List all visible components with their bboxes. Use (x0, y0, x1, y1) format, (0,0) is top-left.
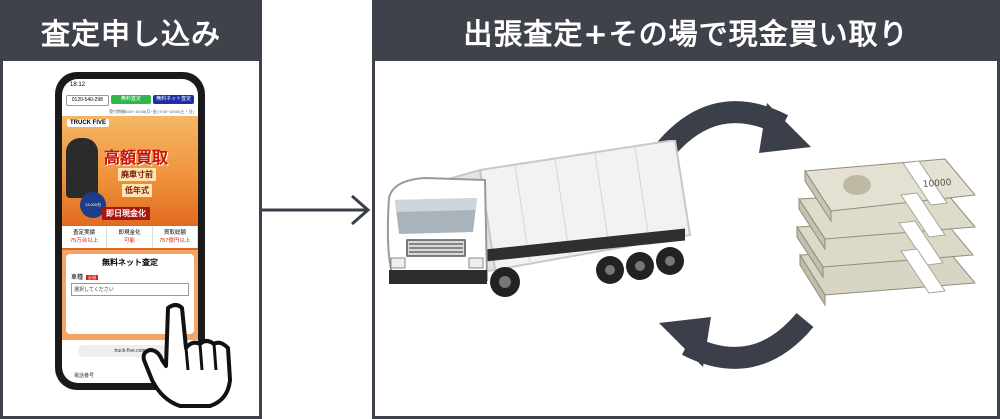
hero-catch: 高額買取 (104, 150, 169, 167)
hero-sub-2: 低年式 (122, 184, 152, 197)
apply-title: 査定申し込み (3, 3, 259, 61)
form-area: 無料ネット査定 車種必須 選択してください (62, 250, 198, 340)
phone-number-label: 電話番号 (74, 373, 95, 379)
business-hours: 受付時間8:00~19:00(月~金) 9:00~18:00(土・日) (108, 109, 194, 114)
net-assessment-button[interactable]: 無料ネット査定 (153, 95, 195, 104)
cash-banner: 即日現金化 (102, 207, 150, 220)
pointing-hand-icon (141, 303, 232, 408)
smartphone: 18:12 0120-540-298 無料査定 無料ネット査定 受付時間8:00… (55, 72, 205, 390)
form-title: 無料ネット査定 (102, 258, 158, 267)
flow-arrow-icon (262, 194, 371, 226)
phone-screen: 18:12 0120-540-298 無料査定 無料ネット査定 受付時間8:00… (62, 79, 198, 383)
person-image (66, 138, 98, 198)
call-button[interactable]: 0120-540-298 (66, 95, 109, 106)
required-badge: 必須 (86, 275, 99, 280)
truck-image (386, 140, 692, 297)
status-time: 18:12 (70, 82, 86, 88)
phone-top-buttons: 0120-540-298 無料査定 無料ネット査定 (62, 93, 198, 108)
record-badge: 13,000台 (80, 192, 106, 218)
hero-sub-1: 廃車寸前 (118, 168, 156, 181)
field-label: 車種必須 (71, 275, 99, 281)
hero-banner: TRUCK FIVE 高額買取 廃車寸前 低年式 13,000台 即日現金化 (62, 116, 198, 226)
stat-item: 即現金化可能 (107, 226, 153, 248)
curved-arrow-left-icon (659, 312, 814, 369)
banknote-text: 10000 (923, 178, 953, 190)
onsite-title: 出張査定+その場で現金買い取り (375, 3, 997, 61)
cash-stacks-image: 10000 (796, 158, 977, 307)
vehicle-type-select[interactable]: 選択してください (71, 283, 189, 296)
brand-logo: TRUCK FIVE (67, 119, 109, 127)
line-button[interactable]: 無料査定 (110, 95, 152, 104)
curved-arrow-right-icon (656, 101, 811, 158)
